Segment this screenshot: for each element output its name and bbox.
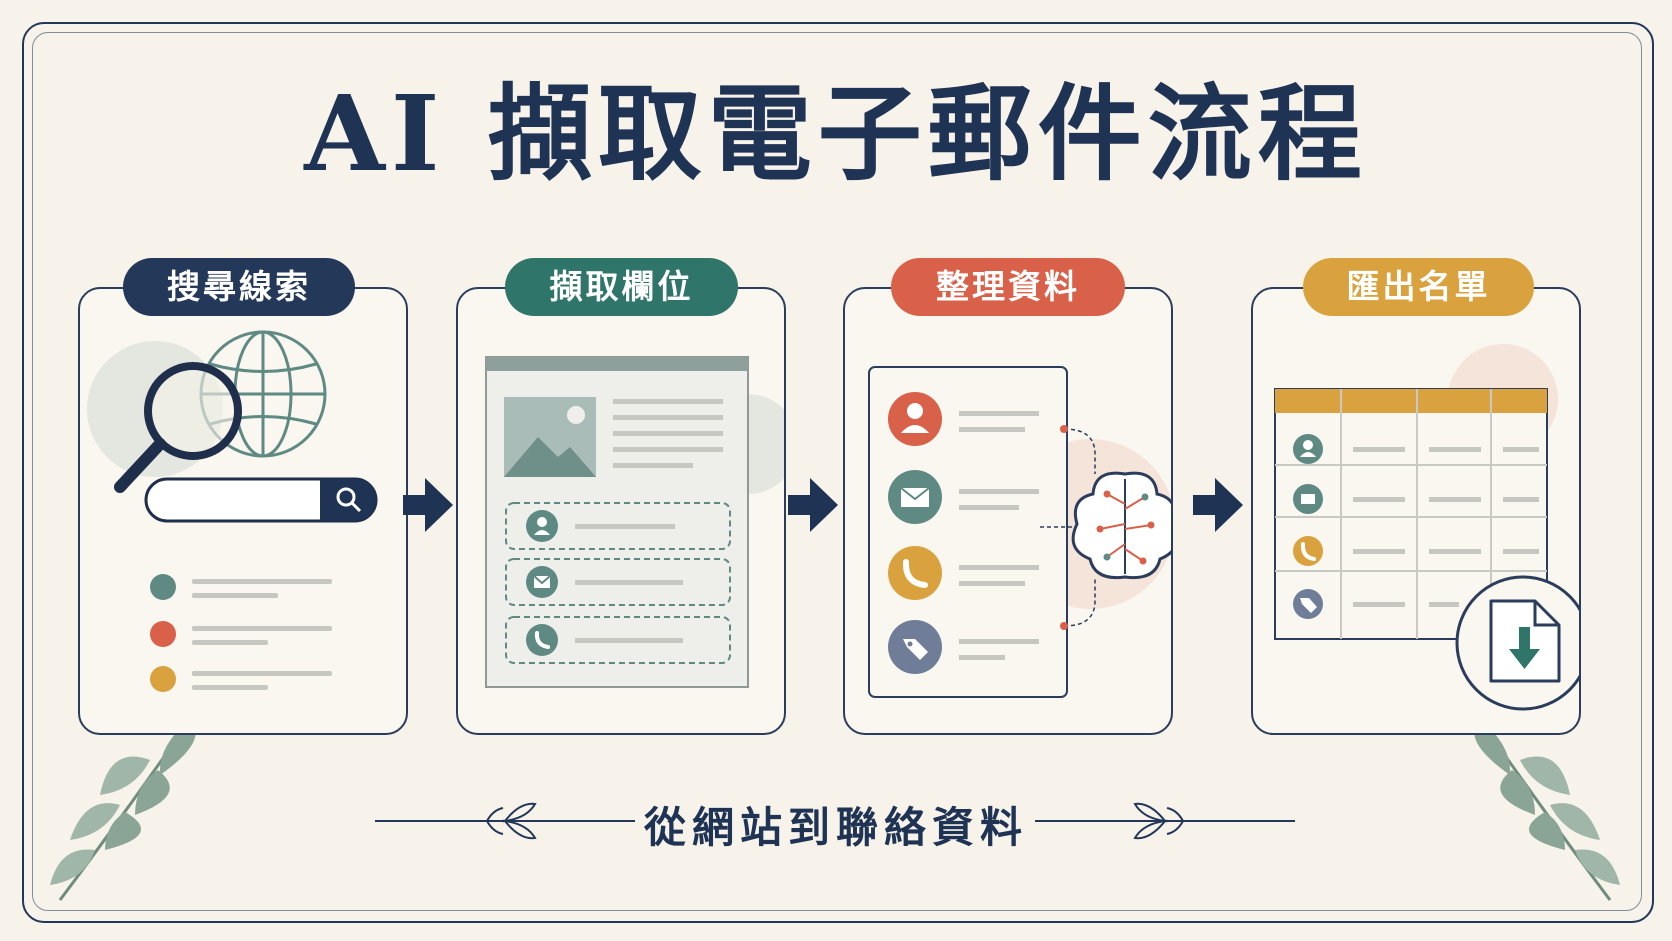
- ornament-left-icon: [375, 802, 635, 840]
- image-placeholder-icon: [504, 397, 596, 477]
- mail-icon: [526, 566, 558, 598]
- phone-icon: [526, 624, 558, 656]
- organize-illustration: [868, 366, 1171, 698]
- magnifier-icon: [114, 362, 242, 493]
- ornament-right-icon: [1035, 802, 1295, 840]
- step-label-extract: 擷取欄位: [505, 258, 738, 316]
- outer-frame: [22, 22, 1654, 923]
- person-icon: [526, 510, 558, 542]
- step-label-extract-text: 擷取欄位: [549, 267, 694, 306]
- page-title: AI 擷取電子郵件流程: [304, 72, 1368, 195]
- arrow-right-icon: [788, 478, 838, 532]
- step-label-export-text: 匯出名單: [1346, 267, 1491, 306]
- arrow-right-icon: [403, 478, 453, 532]
- export-illustration: [1274, 344, 1579, 711]
- person-icon: [888, 392, 942, 446]
- step-label-organize: 整理資料: [891, 258, 1125, 316]
- download-file-icon: [1455, 575, 1579, 711]
- step-card-extract: [456, 287, 786, 735]
- step-label-search-text: 搜尋線索: [167, 267, 311, 306]
- leaf-decoration-right-icon: [1474, 719, 1620, 901]
- brain-icon: [1071, 471, 1171, 580]
- step-card-search: [78, 287, 408, 735]
- step-label-organize-text: 整理資料: [936, 267, 1080, 306]
- step-label-export: 匯出名單: [1303, 258, 1534, 316]
- arrow-right-icon: [1193, 478, 1243, 532]
- subtitle: 從網站到聯絡資料: [643, 803, 1028, 852]
- phone-icon: [888, 546, 942, 600]
- step-card-export: [1251, 287, 1581, 735]
- search-illustration: [87, 330, 378, 692]
- search-bar-icon: [144, 477, 378, 523]
- tag-icon: [888, 620, 942, 674]
- extract-illustration: [485, 356, 784, 688]
- step-card-organize: [843, 287, 1173, 735]
- inner-frame: [32, 32, 1642, 911]
- step-label-search: 搜尋線索: [123, 258, 355, 316]
- mail-icon: [888, 470, 942, 524]
